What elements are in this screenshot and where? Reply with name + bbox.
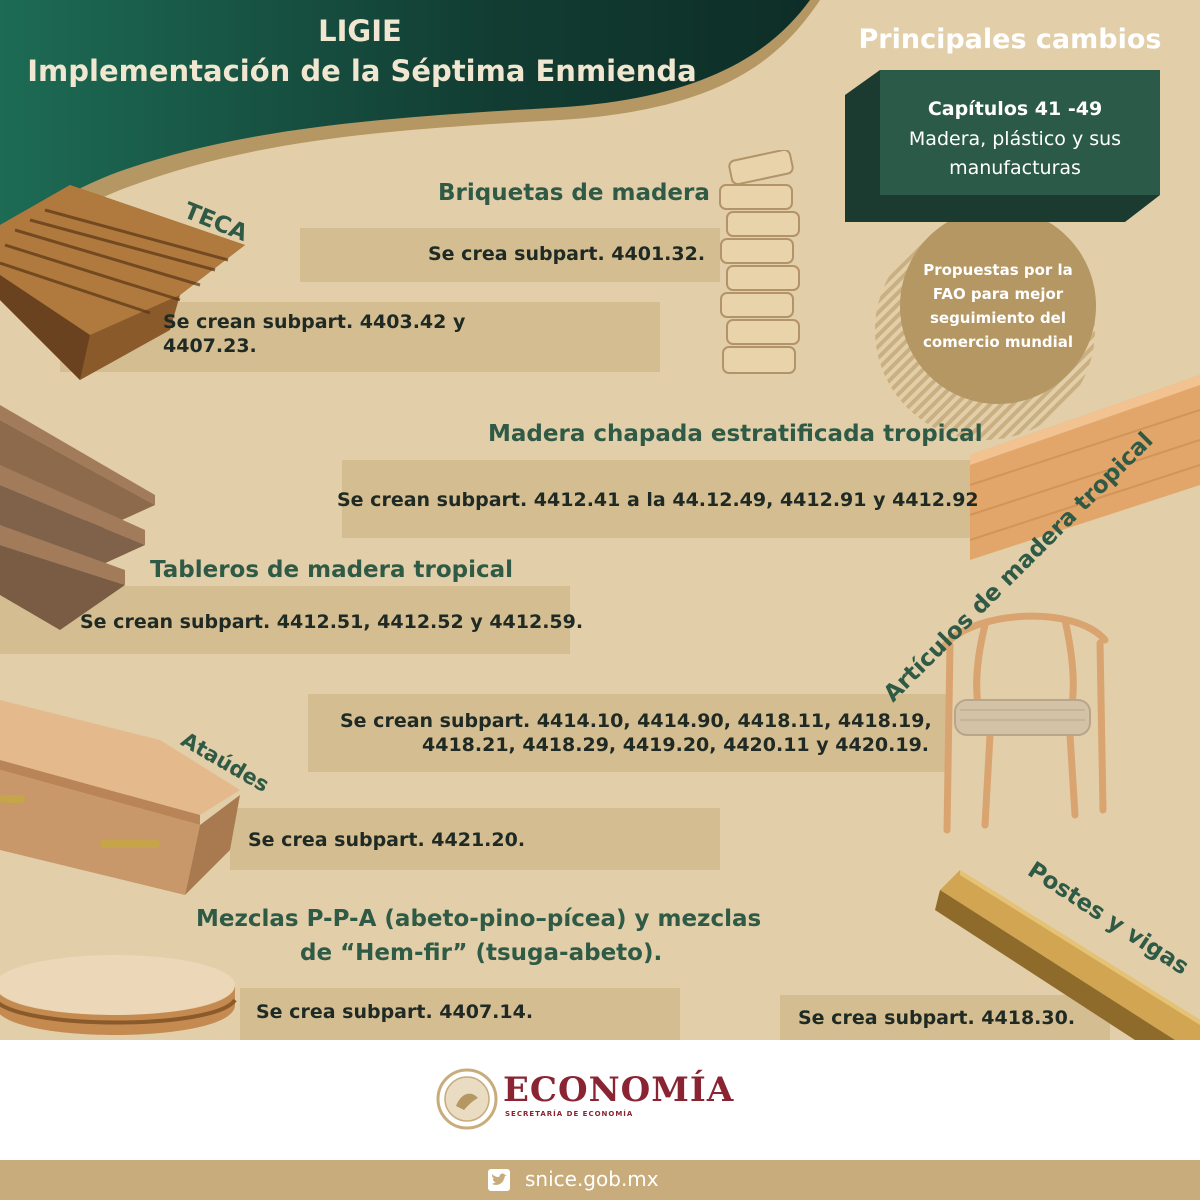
- footer: ECONOMÍA SECRETARÍA DE ECONOMÍA: [0, 1040, 1200, 1160]
- capitulos-title: Capítulos 41 -49: [927, 98, 1103, 120]
- economia-logo-text: ECONOMÍA: [503, 1070, 735, 1110]
- chapada-bar: [342, 460, 972, 538]
- teca-board-image: [0, 185, 245, 380]
- postes-bar: [780, 995, 1110, 1040]
- articulos-bar: [308, 694, 948, 772]
- principales-cambios: Principales cambios: [858, 24, 1162, 55]
- chapada-beam-image: [969, 375, 1200, 560]
- briquetas-text: Se crea subpart. 4401.32.: [428, 243, 706, 265]
- fao-line4: comercio mundial: [922, 333, 1074, 351]
- chapada-heading: Madera chapada estratificada tropical: [488, 421, 983, 447]
- chair-image: [941, 612, 1109, 834]
- briquetas-heading: Briquetas de madera: [438, 180, 710, 206]
- mezclas-heading-line2: de “Hem-fir” (tsuga-abeto).: [300, 940, 663, 966]
- fao-line1: Propuestas por la: [923, 261, 1073, 279]
- fao-line2: FAO para mejor: [932, 285, 1064, 303]
- teca-text-line1: Se crean subpart. 4403.42 y: [163, 311, 466, 333]
- fao-line3: seguimiento del: [929, 309, 1067, 327]
- ataudes-text: Se crea subpart. 4421.20.: [248, 829, 526, 851]
- title-line1: LIGIE: [318, 14, 402, 48]
- capitulos-line1: Madera, plástico y sus: [908, 128, 1122, 150]
- fao-circle-text: Propuestas por la FAO para mejor seguimi…: [900, 258, 1096, 354]
- postes-beam-image: [935, 870, 1200, 1040]
- mezclas-text: Se crea subpart. 4407.14.: [256, 1001, 534, 1023]
- ataudes-bar: [230, 808, 720, 870]
- tableros-planks-image: [0, 405, 155, 630]
- mezclas-bar: [240, 988, 680, 1040]
- teca-text: Se crean subpart. 4403.42 y 4407.23.: [163, 310, 465, 358]
- tableros-heading: Tableros de madera tropical: [150, 557, 514, 583]
- postes-text: Se crea subpart. 4418.30.: [798, 1007, 1076, 1029]
- tableros-text: Se crean subpart. 4412.51, 4412.52 y 441…: [80, 611, 584, 633]
- articulos-text-line1: Se crean subpart. 4414.10, 4414.90, 4418…: [340, 710, 932, 732]
- teca-text-line2: 4407.23.: [163, 335, 257, 357]
- mexico-seal-icon: [436, 1068, 498, 1130]
- title-line2: Implementación de la Séptima Enmienda: [27, 54, 697, 88]
- website-link[interactable]: snice.gob.mx: [525, 1167, 659, 1191]
- articulos-text: Se crean subpart. 4414.10, 4414.90, 4418…: [330, 709, 932, 757]
- twitter-icon[interactable]: [488, 1169, 510, 1191]
- chapada-text: Se crean subpart. 4412.41 a la 44.12.49,…: [337, 489, 979, 511]
- mezclas-heading-line1: Mezclas P-P-A (abeto-pino–pícea) y mezcl…: [196, 906, 762, 932]
- bottom-bar: snice.gob.mx: [0, 1160, 1200, 1200]
- coffin-image: [0, 700, 240, 895]
- briquetas-image: [719, 150, 800, 374]
- articulos-text-line2: 4418.21, 4418.29, 4419.20, 4420.11 y 442…: [422, 734, 930, 756]
- briquetas-bar: [300, 228, 720, 282]
- wood-slice-image: [0, 955, 237, 1035]
- economia-logo-subtext: SECRETARÍA DE ECONOMÍA: [505, 1110, 634, 1118]
- header-background: [0, 0, 1160, 440]
- capitulos-line2: manufacturas: [949, 157, 1081, 179]
